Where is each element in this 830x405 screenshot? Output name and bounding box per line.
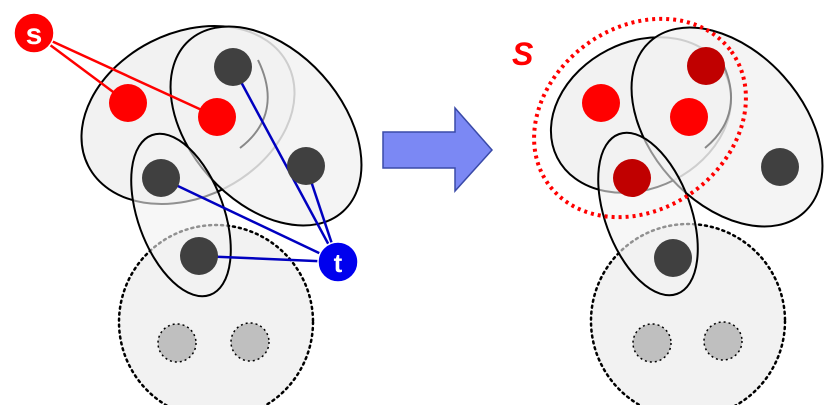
right-gray-node-1 (632, 323, 672, 363)
edge-s-node2 (33, 31, 218, 119)
right-overlap-outline (704, 61, 733, 149)
set-S-label: S (512, 36, 534, 72)
edge-t-node-low (198, 254, 339, 264)
right-red-node-2 (670, 98, 708, 136)
right-diagram: S (512, 16, 824, 405)
sink-node: t (317, 241, 359, 283)
transform-arrow (382, 106, 494, 193)
right-red-node-1 (582, 84, 620, 122)
edge-t-node-mid (160, 176, 339, 264)
left-gray-node-2 (230, 322, 270, 362)
right-gray-node-2 (703, 321, 743, 361)
right-dark-node-low (654, 239, 692, 277)
right-darkred-node-top (687, 47, 725, 85)
right-darkred-node-mid (613, 159, 651, 197)
left-red-node-1 (109, 84, 147, 122)
left-diagram: s t (13, 12, 363, 405)
edge-t-node-top (231, 66, 340, 263)
left-dark-node-right (287, 147, 325, 185)
source-node: s (13, 12, 55, 54)
left-overlap-outline (239, 59, 269, 149)
left-dark-node-low (180, 237, 218, 275)
source-label: s (26, 18, 43, 51)
left-gray-node-1 (157, 323, 197, 363)
left-dark-node-mid (142, 159, 180, 197)
left-red-node-2 (198, 98, 236, 136)
right-dark-node-right (761, 148, 799, 186)
left-dark-node-top (214, 48, 252, 86)
sink-label: t (334, 248, 343, 278)
set-S-boundary (532, 16, 748, 220)
